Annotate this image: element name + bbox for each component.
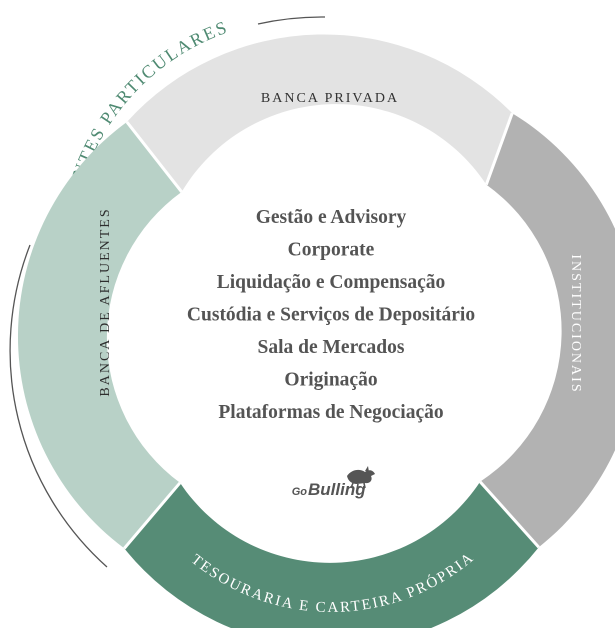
center-service-item: Gestão e Advisory	[256, 207, 407, 228]
center-service-item: Liquidação e Compensação	[217, 272, 446, 293]
separator-line	[125, 121, 183, 193]
segment-banca-afluentes	[17, 122, 182, 549]
gobulling-logo: Go Bulling	[292, 466, 375, 499]
segment-label-institucionais: INSTITUCIONAIS	[568, 254, 583, 393]
separator-line	[478, 480, 540, 549]
separator-line	[123, 481, 182, 550]
center-service-item: Originação	[284, 370, 377, 391]
segment-banca-privada	[126, 34, 513, 192]
logo-prefix: Go	[292, 486, 308, 498]
center-service-item: Sala de Mercados	[258, 337, 405, 358]
center-service-item: Corporate	[288, 240, 375, 261]
center-service-item: Custódia e Serviços de Depositário	[187, 305, 475, 326]
segment-tesouraria	[124, 481, 539, 628]
center-service-item: Plataformas de Negociação	[218, 402, 443, 423]
segment-institucionais	[480, 113, 615, 548]
bull-icon	[347, 466, 375, 490]
segment-label-banca-privada: BANCA PRIVADA	[261, 91, 399, 106]
outer-arc-line	[9, 244, 108, 568]
segment-label-banca-afluentes: BANCA DE AFLUENTES	[98, 207, 113, 396]
separator-line	[484, 112, 514, 186]
outer-arc-line-top	[257, 16, 326, 25]
